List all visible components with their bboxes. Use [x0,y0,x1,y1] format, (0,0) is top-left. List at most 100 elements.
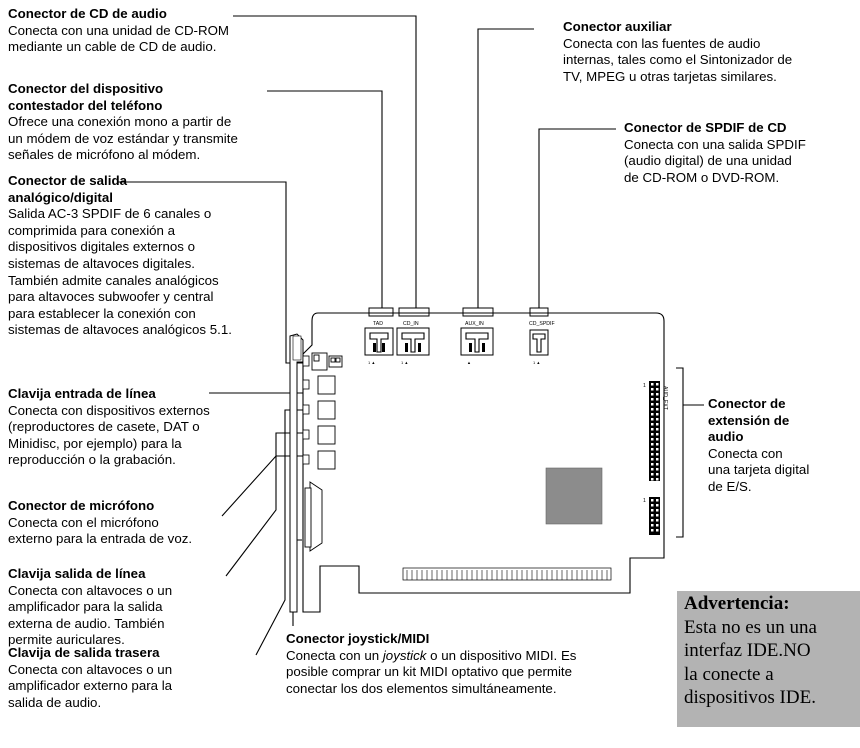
callout-joystick-suffix: o un dispositivo MIDI. Es [426,647,577,663]
leader-lines [118,15,704,656]
warning-title: Advertencia: [684,593,790,614]
callout-tad: Conector del dispositivo contestador del… [8,81,238,164]
jack-stubs [302,355,310,465]
callout-line-out-line: Conecta con altavoces o un [8,582,173,598]
callout-joystick-title: Conector joystick/MIDI [286,631,430,646]
aux-in-header [460,327,494,356]
callout-rear-out: Clavija de salida trasera Conecta con al… [8,645,172,711]
callout-spdif-out-line: sistemas de altavoces analógicos 5.1. [8,322,232,338]
label-aux-in: AUX_IN [465,321,484,327]
callout-rear-out-title: Clavija de salida trasera [8,645,160,660]
callout-mic-title: Conector de micrófono [8,498,155,513]
callout-rear-out-line: Conecta con altavoces o un [8,661,173,677]
callout-joystick-em: joystick [382,647,427,663]
label-cd-spdif: CD_SPDIF [529,321,555,327]
callout-line-in-line: Conecta con dispositivos externos [8,402,210,418]
warning-line: interfaz IDE.NO [684,640,811,662]
callout-spdif-out-line: comprimida para conexión a [8,222,176,238]
callout-line-out-line: amplificador para la salida [8,599,163,615]
callout-spdif-out-title: Conector de salida [8,173,127,188]
callout-ext-title: extensión de [708,412,790,428]
callout-line-out-title: Clavija salida de línea [8,566,146,581]
callout-cd-spdif-line: Conecta con una salida SPDIF [624,136,806,152]
svg-text:▲: ▲ [467,360,471,365]
cd-in-header [396,327,430,356]
callout-ext-title: Conector de [708,396,786,411]
line-out-jack [317,425,336,445]
callout-tad-line: un módem de voz estándar y transmite [8,130,238,146]
callout-spdif-out-line: para establecer la conexión con [8,305,196,321]
label-tad: TAD [373,321,383,327]
callout-line-in-title: Clavija entrada de línea [8,386,156,401]
callout-cd-spdif: Conector de SPDIF de CD Conecta con una … [624,120,806,186]
label-aud-ext: AUD_EXT [662,386,668,411]
callout-cd-spdif-line: (audio digital) de una unidad [624,153,792,169]
callout-joystick-prefix: Conecta con un [286,647,383,663]
callout-rear-out-line: salida de audio. [8,694,102,710]
ide-header-small [649,497,660,535]
callout-mic-line: externo para la entrada de voz. [8,531,193,547]
callout-spdif-out-line: sistemas de altavoces digitales. [8,255,195,271]
callout-rear-out-line: amplificador externo para la [8,678,173,694]
rear-out-jack [317,450,336,470]
callout-cd-spdif-line: de CD-ROM o DVD-ROM. [624,169,780,185]
warning-line: Esta no es un una [684,616,817,638]
svg-text:1 ▲: 1 ▲ [533,360,540,365]
callout-joystick: Conector joystick/MIDI Conecta con un jo… [286,631,576,697]
sound-card-board: TAD CD_IN AUX_IN CD_SPDIF AUD_EXT 1 1 1 … [289,307,668,613]
callout-line-out-line: externa de audio. También [8,615,165,631]
card-outline [302,312,665,613]
mic-jack [317,400,336,420]
callout-line-in-line: Minidisc, por ejemplo) para la [8,435,182,451]
leader-tad [267,90,383,308]
callout-mic-line: Conecta con el micrófono [8,514,159,530]
callout-spdif-out-line: para altavoces subwoofer y central [8,289,214,305]
bracket [289,333,304,613]
svg-text:1 ▲: 1 ▲ [368,360,375,365]
callout-spdif-out: Conector de salida analógico/digital Sal… [8,173,232,339]
callout-tad-line: Ofrece una conexión mono a partir de [8,114,232,130]
callout-ext-line: de E/S. [708,478,752,494]
callout-ext-line: Conecta con [708,445,783,461]
callout-cd-audio-title: Conector de CD de audio [8,6,167,21]
callout-spdif-out-line: dispositivos digitales externos o [8,239,195,255]
callout-ext-title: audio [708,429,744,445]
callout-spdif-out-line: También admite canales analógicos [8,272,219,288]
callout-spdif-out-line: Salida AC-3 SPDIF de 6 canales o [8,206,212,222]
callout-line-in-line: reproducción o la grabación. [8,452,176,468]
leader-aux [477,28,534,308]
callout-aux-line: TV, MPEG u otras tarjetas similares. [563,68,777,84]
callout-line-in: Clavija entrada de línea Conecta con dis… [8,386,210,469]
callout-mic: Conector de micrófono Conecta con el mic… [8,498,192,548]
callout-cd-audio-line: Conecta con una unidad de CD-ROM [8,22,229,38]
aud-ext-header [649,381,660,481]
leader-cd-spdif [538,128,616,308]
callout-aux: Conector auxiliar Conecta con las fuente… [563,19,792,85]
label-pin1b: 1 [643,498,646,504]
label-cd-in: CD_IN [403,321,419,327]
callout-cd-audio: Conector de CD de audio Conecta con una … [8,6,229,56]
callout-joystick-line: conectar los dos elementos simultáneamen… [286,680,557,696]
callout-spdif-out-title: analógico/digital [8,189,113,205]
callout-joystick-line: Conecta con un joystick o un dispositivo… [286,648,576,665]
callout-aux-line: Conecta con las fuentes de audio [563,35,761,51]
line-in-jack [317,375,336,395]
chip [545,467,603,525]
warning-box: Advertencia: Esta no es un una interfaz … [677,591,860,727]
audio-jacks [311,352,343,470]
callout-line-out: Clavija salida de línea Conecta con alta… [8,566,172,649]
callout-cd-spdif-title: Conector de SPDIF de CD [624,120,787,135]
tad-header [364,327,394,356]
callout-tad-title: contestador del teléfono [8,97,163,113]
leader-ext-bracket [676,367,684,538]
callout-tad-title: Conector del dispositivo [8,81,164,96]
leader-cd-audio [233,15,417,308]
callout-aux-line: internas, tales como el Sintonizador de [563,52,793,68]
cd-spdif-header [529,329,549,356]
callout-aux-title: Conector auxiliar [563,19,672,34]
svg-text:1 ▲: 1 ▲ [401,360,408,365]
callout-line-in-line: (reproductores de casete, DAT o [8,419,200,435]
label-pin1: 1 [643,383,646,389]
warning-line: la conecte a [684,663,774,685]
